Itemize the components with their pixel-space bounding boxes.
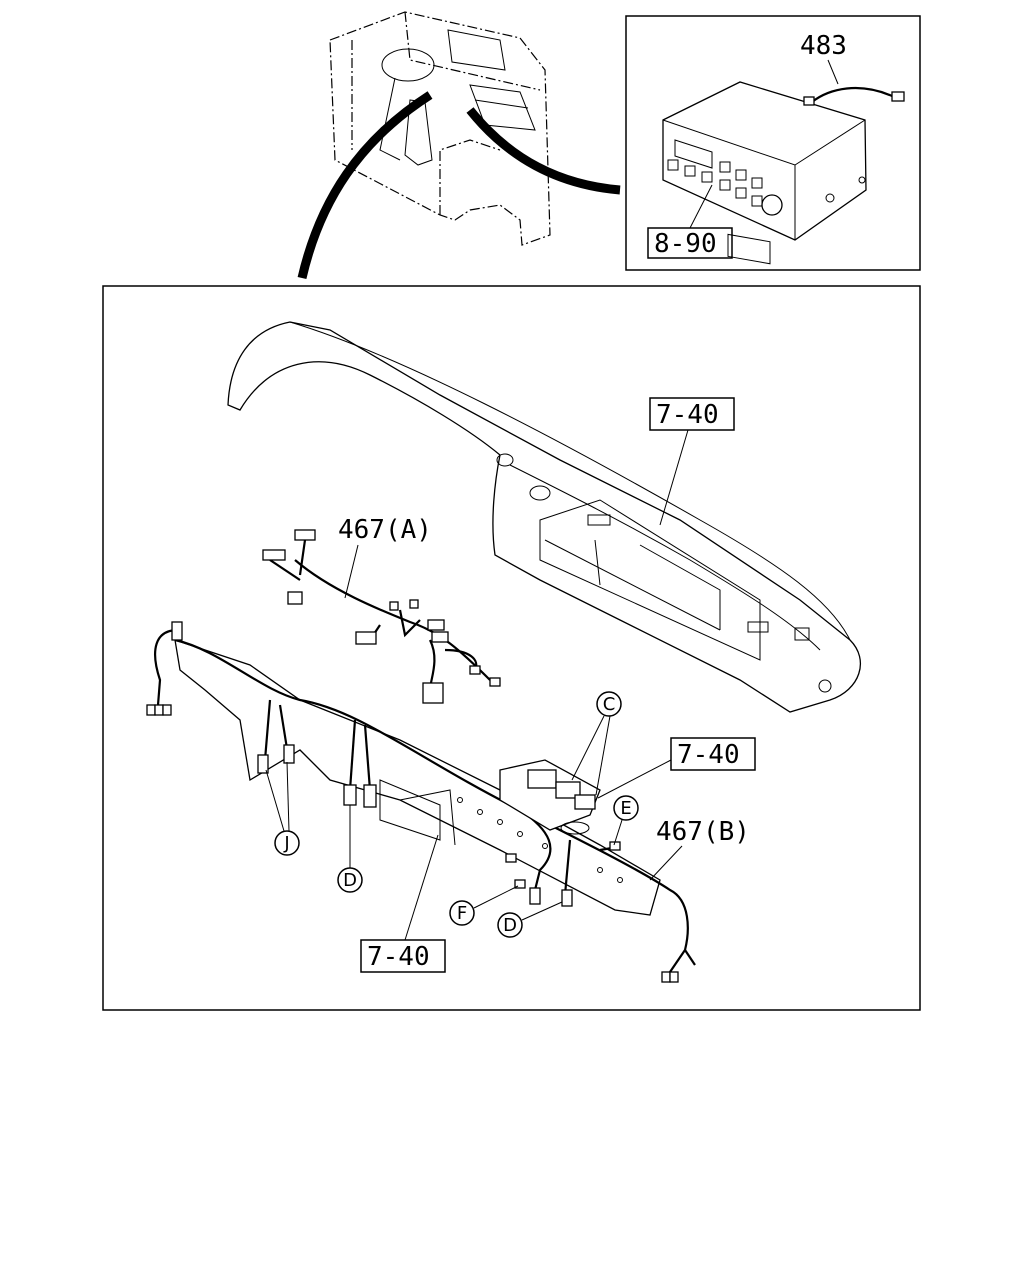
callout-7-40-panel: 7-40 — [656, 400, 719, 430]
svg-text:C: C — [603, 694, 616, 715]
harness-467a — [262, 529, 501, 704]
connector-j-callout: J — [265, 761, 300, 856]
svg-text:D: D — [503, 915, 517, 936]
cab-overview-sketch — [297, 11, 621, 280]
svg-text:F: F — [457, 903, 467, 924]
callout-483: 483 — [800, 31, 847, 61]
radio-unit — [662, 81, 867, 265]
callout-7-40-right: 7-40 — [677, 740, 740, 770]
connector-d-right-callout: D — [497, 901, 563, 938]
radio-knob — [761, 194, 783, 216]
ref-box-7-40-panel — [649, 397, 735, 431]
connector-e-callout: E — [613, 795, 639, 846]
radio-wire-483 — [803, 86, 905, 106]
callout-467b: 467(B) — [656, 817, 750, 847]
callout-7-40-bottom: 7-40 — [367, 942, 430, 972]
relay-cluster-c — [499, 759, 601, 835]
radio-inset-frame — [625, 15, 921, 271]
svg-text:E: E — [620, 798, 631, 819]
dashboard-panel — [227, 321, 861, 713]
cross-car-bracket — [174, 639, 661, 916]
ref-box-7-40-right — [670, 737, 756, 771]
radio-button-grid — [667, 159, 763, 207]
main-frame — [102, 285, 921, 1011]
harness-467b — [146, 621, 696, 983]
connector-d-left-callout: D — [337, 805, 363, 893]
steering-wheel-sketch — [381, 48, 435, 82]
connector-c-callout: C — [571, 691, 622, 796]
svg-text:D: D — [343, 870, 357, 891]
svg-text:J: J — [283, 833, 289, 854]
ref-box-7-40-bottom — [360, 939, 446, 973]
callout-8-90: 8-90 — [654, 229, 717, 259]
callout-467a: 467(A) — [338, 515, 432, 545]
connector-f-callout: F — [449, 885, 519, 926]
radio-location-sketch — [469, 84, 536, 131]
